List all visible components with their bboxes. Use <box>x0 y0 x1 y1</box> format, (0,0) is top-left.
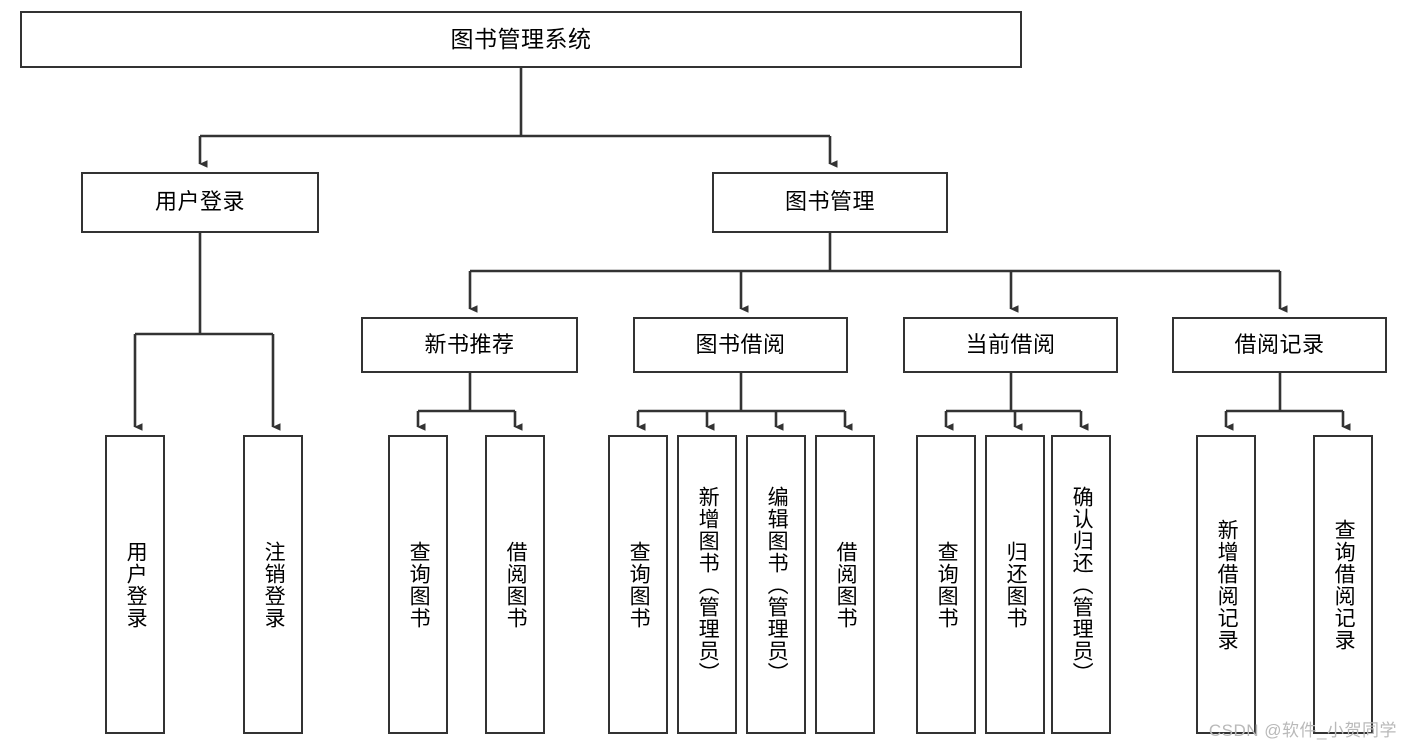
node-leaf-borrow-4[interactable]: 借阅图书 <box>815 435 875 734</box>
node-label: 用户登录 <box>154 189 245 215</box>
node-leaf-cur-2[interactable]: 归还图书 <box>985 435 1045 734</box>
node-leaf-cur-3[interactable]: 确认归还（管理员） <box>1051 435 1111 734</box>
node-label: 查询图书 <box>935 540 959 629</box>
csdn-watermark: CSDN @软件_小贺同学 <box>1208 721 1397 740</box>
node-leaf-login-1[interactable]: 用户登录 <box>105 435 165 734</box>
node-leaf-rec-2[interactable]: 查询借阅记录 <box>1313 435 1373 734</box>
node-leaf-new-2[interactable]: 借阅图书 <box>485 435 545 734</box>
node-label: 编辑图书（管理员） <box>765 485 789 684</box>
node-label: 图书管理 <box>784 189 875 215</box>
node-label: 借阅图书 <box>504 540 528 629</box>
node-label: 查询图书 <box>627 540 651 629</box>
node-leaf-cur-1[interactable]: 查询图书 <box>916 435 976 734</box>
node-label: 图书借阅 <box>695 331 786 357</box>
node-login[interactable]: 用户登录 <box>81 172 319 233</box>
node-label: 新增图书（管理员） <box>696 485 720 684</box>
node-newbook[interactable]: 新书推荐 <box>361 317 578 373</box>
node-bookmgmt[interactable]: 图书管理 <box>712 172 948 233</box>
node-root[interactable]: 图书管理系统 <box>20 11 1022 68</box>
node-label: 确认归还（管理员） <box>1070 485 1094 684</box>
node-current[interactable]: 当前借阅 <box>903 317 1118 373</box>
node-leaf-new-1[interactable]: 查询图书 <box>388 435 448 734</box>
node-label: 新书推荐 <box>424 331 515 357</box>
node-label: 注销登录 <box>262 540 286 629</box>
node-label: 借阅记录 <box>1234 331 1325 357</box>
node-label: 新增借阅记录 <box>1215 518 1239 651</box>
node-label: 归还图书 <box>1004 540 1028 629</box>
node-borrow[interactable]: 图书借阅 <box>633 317 848 373</box>
node-leaf-borrow-3[interactable]: 编辑图书（管理员） <box>746 435 806 734</box>
node-leaf-login-2[interactable]: 注销登录 <box>243 435 303 734</box>
node-label: 借阅图书 <box>834 540 858 629</box>
node-records[interactable]: 借阅记录 <box>1172 317 1387 373</box>
node-label: 查询图书 <box>407 540 431 629</box>
node-label: 图书管理系统 <box>450 25 592 52</box>
node-leaf-borrow-1[interactable]: 查询图书 <box>608 435 668 734</box>
node-leaf-borrow-2[interactable]: 新增图书（管理员） <box>677 435 737 734</box>
node-label: 用户登录 <box>124 540 148 629</box>
node-leaf-rec-1[interactable]: 新增借阅记录 <box>1196 435 1256 734</box>
node-label: 当前借阅 <box>965 331 1056 357</box>
node-label: 查询借阅记录 <box>1332 518 1356 651</box>
